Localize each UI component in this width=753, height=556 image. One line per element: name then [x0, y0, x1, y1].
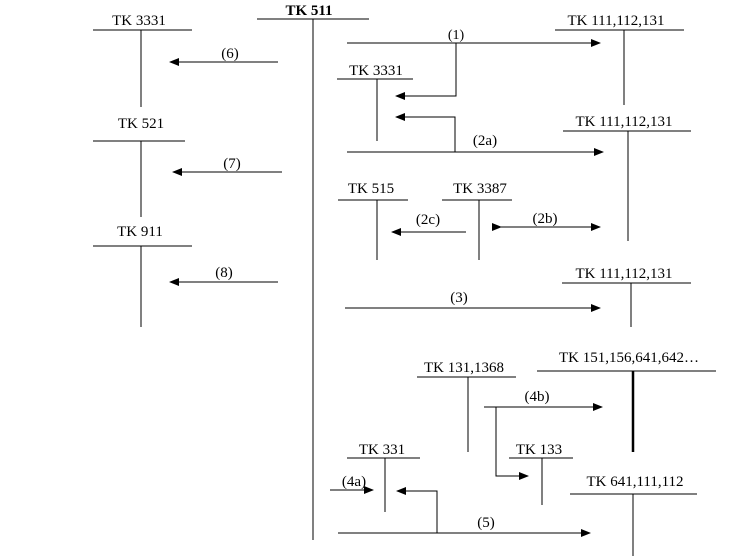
arrow-2a: (2a)	[347, 113, 604, 156]
account-label: TK 3331	[349, 63, 403, 79]
arrow-label: (8)	[215, 265, 233, 281]
account-label: TK 131,1368	[424, 360, 504, 376]
arrow-label: (6)	[221, 46, 239, 62]
t-account-tk151: TK 151,156,641,642…	[537, 350, 716, 452]
account-label: TK 133	[516, 442, 562, 458]
account-label: TK 521	[118, 116, 164, 132]
account-label: TK 3387	[453, 181, 507, 197]
account-label: TK 331	[359, 442, 405, 458]
arrow-2c: (2c)	[391, 212, 466, 236]
t-account-tk511: TK 511	[257, 3, 369, 540]
t-account-tk111-2: TK 111,112,131	[563, 114, 691, 241]
t-account-tk3331-left: TK 3331	[93, 13, 192, 107]
arrow-label: (4a)	[342, 474, 366, 490]
account-label: TK 515	[348, 181, 394, 197]
account-label: TK 911	[117, 224, 163, 240]
t-account-tk133: TK 133	[509, 442, 573, 505]
t-account-tk515: TK 515	[338, 181, 408, 260]
arrow-label: (7)	[223, 156, 241, 172]
arrow-3: (3)	[345, 290, 601, 312]
t-account-tk641: TK 641,111,112	[570, 474, 697, 556]
t-account-tk331: TK 331	[347, 442, 420, 512]
arrow-8: (8)	[169, 265, 278, 286]
account-label: TK 111,112,131	[575, 114, 672, 130]
t-account-tk131-1368: TK 131,1368	[417, 360, 516, 452]
account-label: TK 3331	[112, 13, 166, 29]
arrow-4a: (4a)	[330, 474, 374, 494]
account-label: TK 111,112,131	[567, 13, 664, 29]
arrow-label: (2c)	[416, 212, 440, 228]
t-account-tk3387: TK 3387	[442, 181, 512, 260]
t-account-tk111-3: TK 111,112,131	[562, 266, 691, 327]
arrow-4b: (4b)	[484, 389, 603, 480]
arrow-7: (7)	[172, 156, 282, 176]
account-label: TK 511	[285, 3, 332, 19]
t-account-tk111-1: TK 111,112,131	[555, 13, 684, 105]
arrow-2b: (2b)	[492, 211, 601, 231]
arrow-label: (2a)	[473, 133, 497, 149]
arrow-6: (6)	[169, 46, 278, 66]
arrow-label: (5)	[477, 515, 495, 531]
account-label: TK 111,112,131	[575, 266, 672, 282]
t-account-tk911: TK 911	[93, 224, 192, 327]
account-label: TK 641,111,112	[586, 474, 683, 490]
t-account-tk3331-right: TK 3331	[337, 63, 413, 141]
arrow-5: (5)	[338, 487, 591, 537]
arrow-label: (2b)	[533, 211, 558, 227]
arrow-label: (1)	[448, 28, 465, 43]
account-label: TK 151,156,641,642…	[559, 350, 699, 366]
arrow-label: (3)	[450, 290, 468, 306]
t-account-tk521: TK 521	[93, 116, 185, 217]
arrow-label: (4b)	[525, 389, 550, 405]
arrow-1: (1)	[347, 28, 601, 100]
